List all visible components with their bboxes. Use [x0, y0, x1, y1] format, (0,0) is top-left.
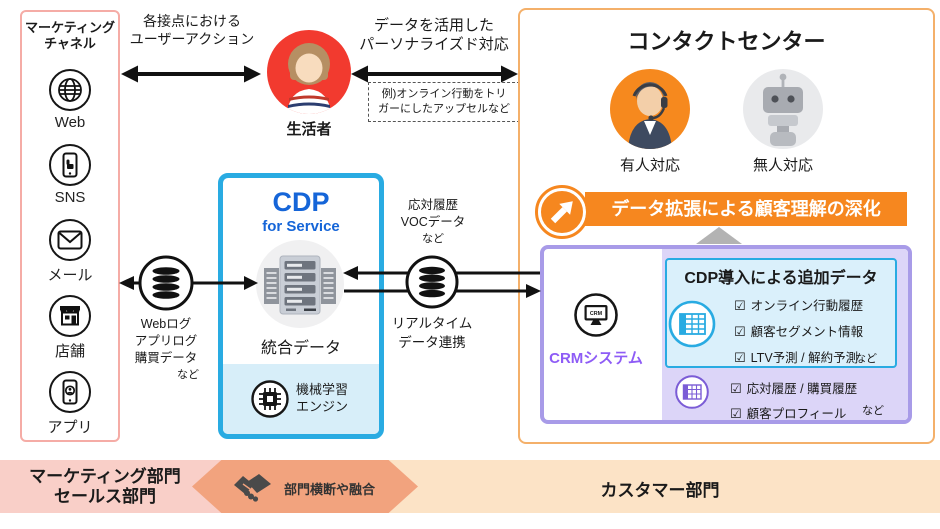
- checkbox-icon: ☑: [734, 350, 746, 365]
- weblog-database-icon: [138, 255, 194, 311]
- customer-department-label: カスタマー部門: [600, 481, 720, 500]
- operator-avatar: [610, 69, 690, 149]
- upsell-note: 例)オンライン行動をトリ ガーにしたアップセルなど: [368, 82, 520, 122]
- table-icon-cyan: [667, 299, 717, 349]
- cdp-title: CDP: [272, 187, 330, 217]
- cdp-subtitle: for Service: [262, 218, 340, 235]
- marketing-sales-label: マーケティング部門 セールス部門: [29, 467, 181, 506]
- added-data-item: オンライン行動履歴: [750, 299, 864, 313]
- checkbox-icon: ☑: [730, 406, 742, 421]
- realtime-link-label: リアルタイム データ連携: [391, 316, 473, 350]
- marketing-channel-title: マーケティング チャネル: [25, 20, 115, 51]
- cdp-added-data-box: [665, 258, 897, 368]
- up-right-arrow-icon: [535, 185, 589, 239]
- crm-system-label: CRMシステム: [549, 350, 643, 367]
- channel-mail: メール: [22, 219, 118, 285]
- personalized-response-label: データを活用した パーソナライズド対応: [359, 17, 509, 53]
- channel-app: アプリ: [22, 371, 118, 437]
- contact-center-title: コンタクトセンター: [627, 29, 826, 54]
- handshake-icon: [230, 472, 274, 502]
- crm-data-item: 顧客プロフィール: [746, 407, 847, 421]
- server-icon: [256, 240, 344, 328]
- crm-monitor-icon: CRM: [573, 292, 619, 338]
- human-response-label: 有人対応: [619, 157, 680, 174]
- ml-engine-panel: 機械学習 エンジン: [223, 364, 379, 434]
- store-icon: [49, 295, 91, 337]
- checkbox-icon: ☑: [730, 381, 742, 396]
- realtime-database-icon: [405, 255, 459, 309]
- chip-icon: [250, 379, 290, 419]
- up-triangle-icon: [696, 227, 742, 244]
- table-icon-purple: [674, 374, 710, 410]
- integrated-data-label: 統合データ: [260, 340, 341, 357]
- checkbox-icon: ☑: [734, 324, 746, 339]
- added-data-etc: など: [855, 353, 877, 365]
- crm-data-list: ☑ 応対履歴 / 購買履歴 ☑ 顧客プロフィール: [730, 378, 857, 429]
- cdp-box: CDP for Service: [218, 173, 384, 439]
- cdp-added-data-list: ☑ オンライン行動履歴 ☑ 顧客セグメント情報 ☑ LTV予測 / 解約予測: [734, 295, 863, 373]
- marketing-channel-box: マーケティング チャネル Web SNS: [20, 10, 120, 442]
- channel-store-label: 店舗: [54, 343, 85, 360]
- cdp-added-data-title: CDP導入による追加データ: [684, 270, 878, 287]
- sns-phone-icon: [49, 144, 91, 186]
- added-data-item: LTV予測 / 解約予測: [750, 351, 859, 365]
- cross-department-badge: 部門横断や融合: [192, 460, 418, 513]
- checkbox-icon: ☑: [734, 298, 746, 313]
- channel-web-label: Web: [54, 114, 86, 131]
- channel-app-label: アプリ: [47, 419, 93, 436]
- cross-department-label: 部門横断や融合: [284, 482, 376, 497]
- app-phone-icon: [49, 371, 91, 413]
- ml-engine-label: 機械学習 エンジン: [296, 382, 349, 414]
- bot-response-label: 無人対応: [752, 157, 813, 174]
- added-data-item: 顧客セグメント情報: [750, 325, 864, 339]
- weblog-db-label: Webログ アプリログ 購買データ など: [134, 317, 199, 381]
- channel-sns-label: SNS: [54, 189, 86, 206]
- consumer-avatar: [267, 30, 351, 114]
- channel-web: Web: [22, 69, 118, 131]
- voc-db-label: 応対履歴 VOCデータ など: [400, 198, 466, 245]
- data-expansion-banner: データ拡張による顧客理解の深化: [585, 192, 907, 226]
- mail-icon: [49, 219, 91, 261]
- consumer-label: 生活者: [286, 121, 332, 138]
- robot-avatar: [743, 69, 823, 149]
- crm-monitor-text: CRM: [590, 311, 603, 317]
- user-action-label: 各接点における ユーザーアクション: [129, 13, 255, 47]
- crm-data-etc: など: [862, 405, 884, 417]
- channel-mail-label: メール: [47, 267, 93, 284]
- channel-store: 店舗: [22, 295, 118, 361]
- crm-data-item: 応対履歴 / 購買履歴: [746, 382, 858, 396]
- globe-icon: [49, 69, 91, 111]
- department-bar: マーケティング部門 セールス部門 部門横断や融合 カスタマー部門: [0, 460, 940, 513]
- channel-sns: SNS: [22, 144, 118, 206]
